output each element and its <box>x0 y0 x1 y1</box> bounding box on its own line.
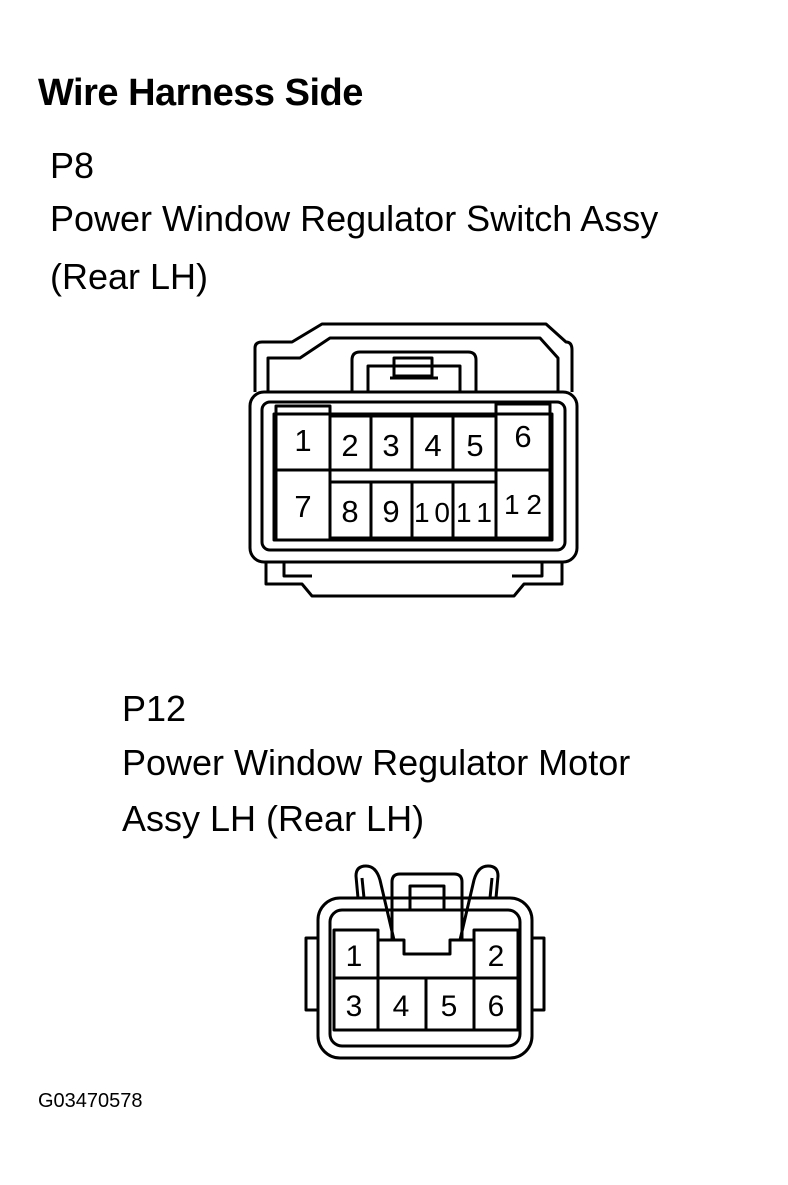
p8-latch-tab <box>392 356 434 378</box>
connector-p12-location: Assy LH (Rear LH) <box>122 798 425 839</box>
p8-pin-10: 10 <box>414 497 450 528</box>
p12-hook-right <box>458 864 500 941</box>
p12-pin-3: 3 <box>346 990 363 1023</box>
p12-side-tab-left <box>304 936 318 1012</box>
p12-side-tab-right <box>532 936 546 1012</box>
p8-shell-inner-top <box>266 336 560 392</box>
connector-p8-drawing <box>248 322 579 598</box>
p8-body-outer <box>248 390 579 564</box>
p12-hook-left <box>354 864 396 941</box>
connector-p8-location: (Rear LH) <box>50 256 209 297</box>
p8-shell-top <box>253 322 574 392</box>
p12-pin-6: 6 <box>488 990 505 1023</box>
connector-p8-id: P8 <box>50 145 95 186</box>
p8-body-inner <box>260 400 567 552</box>
page-title: Wire Harness Side <box>38 72 363 114</box>
p8-pin-8: 8 <box>341 494 358 529</box>
p8-pin-9: 9 <box>382 494 399 529</box>
p8-pin-12: 12 <box>504 489 542 520</box>
connector-p8-name: Power Window Regulator Switch Assy <box>50 198 659 239</box>
p8-pin-5: 5 <box>466 428 483 463</box>
figure-code: G03470578 <box>38 1090 143 1112</box>
connector-p12-name: Power Window Regulator Motor <box>122 742 631 783</box>
p8-pin-6: 6 <box>514 419 531 454</box>
connector-p12-id: P12 <box>122 688 187 729</box>
p8-pin-4: 4 <box>424 428 441 463</box>
p8-pin-7: 7 <box>294 489 311 524</box>
p12-pin-1: 1 <box>346 940 363 973</box>
p8-pin-2: 2 <box>341 428 358 463</box>
p8-bottom-lip <box>264 562 564 598</box>
p12-pin-4: 4 <box>393 990 410 1023</box>
p12-latch <box>390 872 464 940</box>
p8-latch <box>350 350 478 392</box>
p12-pin-2: 2 <box>488 940 505 973</box>
p8-pin-1: 1 <box>294 423 311 458</box>
p8-latch-inner <box>366 364 462 392</box>
connector-p12-drawing <box>304 864 546 1060</box>
p12-body-outer <box>316 896 534 1060</box>
p12-pin-5: 5 <box>441 990 458 1023</box>
p8-cavity-outline <box>272 412 554 542</box>
p8-pin-3: 3 <box>382 428 399 463</box>
p8-pin-11: 11 <box>456 497 492 528</box>
